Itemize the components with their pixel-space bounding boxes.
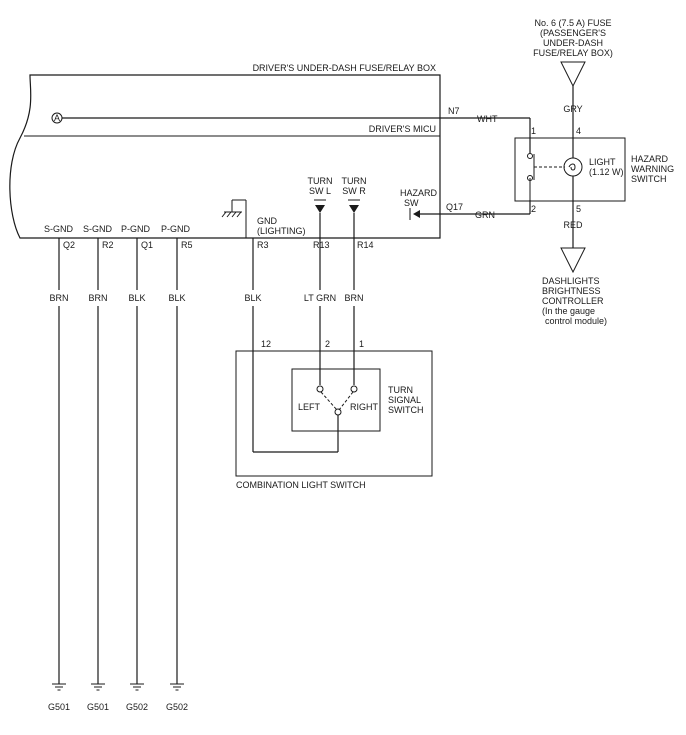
pin-r5: R5	[181, 240, 193, 250]
pin-n7: N7	[448, 106, 460, 116]
hazard-sw-label-2: SW	[404, 198, 419, 208]
wire-gry: GRY	[563, 104, 582, 114]
light-bulb-icon	[563, 157, 583, 177]
pin-q2: Q2	[63, 240, 75, 250]
turn-sw-r-label-1: TURN	[342, 176, 367, 186]
pin-q1: Q1	[141, 240, 153, 250]
dashlights-label-3: CONTROLLER	[542, 296, 604, 306]
fuse-label-4: FUSE/RELAY BOX)	[533, 48, 613, 58]
combo-pin-1: 1	[359, 339, 364, 349]
wire-brn-1: BRN	[49, 293, 68, 303]
hazard-pin-1: 1	[531, 126, 536, 136]
pin-r2: R2	[102, 240, 114, 250]
dashlights-triangle-icon	[560, 247, 586, 274]
combo-pin-12: 12	[261, 339, 271, 349]
ground-wires: BRN BRN BLK BLK	[49, 238, 186, 684]
connector-a-marker: A	[51, 112, 440, 124]
s-gnd-label-2: S-GND	[83, 224, 113, 234]
pin-r14: R14	[357, 240, 374, 250]
turn-signal-switch-box	[291, 368, 381, 432]
wire-grn: GRN	[475, 210, 495, 220]
ground-icon	[91, 683, 105, 691]
hazard-switch-label-2: WARNING	[631, 164, 674, 174]
ground-icon	[130, 683, 144, 691]
dashlights-label-5: control module)	[545, 316, 607, 326]
wire-to-dashlights: RED DASHLIGHTS BRIGHTNESS CONTROLLER (In…	[542, 201, 607, 326]
wire-blk-3: BLK	[244, 293, 261, 303]
turn-sw-l-label-2: SW L	[309, 186, 331, 196]
dashlights-label-2: BRIGHTNESS	[542, 286, 601, 296]
hazard-pin-5: 5	[576, 204, 581, 214]
wire-brn-3: BRN	[344, 293, 363, 303]
turn-signal-switch-label-2: SIGNAL	[388, 395, 421, 405]
turn-signal-switch-label-1: TURN	[388, 385, 413, 395]
pin-r3: R3	[257, 240, 269, 250]
ground-g502-a: G502	[126, 702, 148, 712]
wire-hazard-to-q17: Q17 GRN HAZARD SW	[400, 188, 531, 220]
wire-blk-1: BLK	[128, 293, 145, 303]
wire-n7-to-hazard: N7 WHT	[440, 106, 531, 153]
micu-to-combo-wires: BLK LT GRN BRN	[244, 238, 364, 452]
gnd-label-1: GND	[257, 216, 278, 226]
micu-turn-inputs: TURN SW L TURN SW R R13 R14	[308, 176, 374, 250]
hazard-pin-4: 4	[576, 126, 581, 136]
gnd-label-2: (LIGHTING)	[257, 226, 306, 236]
light-label-1: LIGHT	[589, 157, 616, 167]
wire-wht: WHT	[477, 114, 498, 124]
hazard-warning-switch: 1 4 2 5 LIGHT (1.12 W) HAZARD WARNING SW…	[514, 126, 674, 214]
ground-g502-b: G502	[166, 702, 188, 712]
turn-l-input-icon	[315, 205, 325, 213]
fuse-relay-box: DRIVER'S UNDER-DASH FUSE/RELAY BOX DRIVE…	[9, 63, 441, 239]
ground-icon	[170, 683, 184, 691]
turn-right-label: RIGHT	[350, 402, 379, 412]
ground-icon	[52, 683, 66, 691]
micu-gnd-lighting: GND (LIGHTING) R3	[221, 199, 306, 250]
connector-a-letter: A	[54, 113, 60, 123]
wire-red: RED	[563, 220, 583, 230]
fuse-no6: No. 6 (7.5 A) FUSE (PASSENGER'S UNDER-DA…	[533, 18, 613, 138]
hazard-sw-label-1: HAZARD	[400, 188, 438, 198]
dashlights-label-1: DASHLIGHTS	[542, 276, 600, 286]
fuse-relay-box-label: DRIVER'S UNDER-DASH FUSE/RELAY BOX	[253, 63, 436, 73]
turn-sw-r-label-2: SW R	[342, 186, 366, 196]
combination-light-switch: COMBINATION LIGHT SWITCH 12 2 1 LEFT RIG…	[235, 339, 433, 490]
s-gnd-label-1: S-GND	[44, 224, 74, 234]
fuse-label-3: UNDER-DASH	[543, 38, 603, 48]
wire-lt-grn: LT GRN	[304, 293, 336, 303]
p-gnd-label-1: P-GND	[121, 224, 151, 234]
hazard-switch-label-1: HAZARD	[631, 154, 669, 164]
micu-ground-pins: S-GND S-GND P-GND P-GND Q2 R2 Q1 R5	[44, 224, 193, 250]
fuse-label-1: No. 6 (7.5 A) FUSE	[534, 18, 611, 28]
combo-pin-2: 2	[325, 339, 330, 349]
pin-r13: R13	[313, 240, 330, 250]
wire-blk-2: BLK	[168, 293, 185, 303]
ground-g501-b: G501	[87, 702, 109, 712]
turn-left-label: LEFT	[298, 402, 321, 412]
dashlights-label-4: (In the gauge	[542, 306, 595, 316]
pin-q17: Q17	[446, 202, 463, 212]
p-gnd-label-2: P-GND	[161, 224, 191, 234]
fuse-triangle-icon	[560, 61, 586, 88]
hazard-switch-label-3: SWITCH	[631, 174, 667, 184]
turn-r-input-icon	[349, 205, 359, 213]
micu-label: DRIVER'S MICU	[369, 124, 436, 134]
wire-brn-2: BRN	[88, 293, 107, 303]
combination-switch-label: COMBINATION LIGHT SWITCH	[236, 480, 366, 490]
turn-signal-switch-label-3: SWITCH	[388, 405, 424, 415]
light-label-2: (1.12 W)	[589, 167, 624, 177]
hazard-pin-2: 2	[531, 204, 536, 214]
ground-g501-a: G501	[48, 702, 70, 712]
ground-symbols: G501 G501 G502 G502	[48, 683, 188, 712]
fuse-label-2: (PASSENGER'S	[540, 28, 606, 38]
turn-sw-l-label-1: TURN	[308, 176, 333, 186]
